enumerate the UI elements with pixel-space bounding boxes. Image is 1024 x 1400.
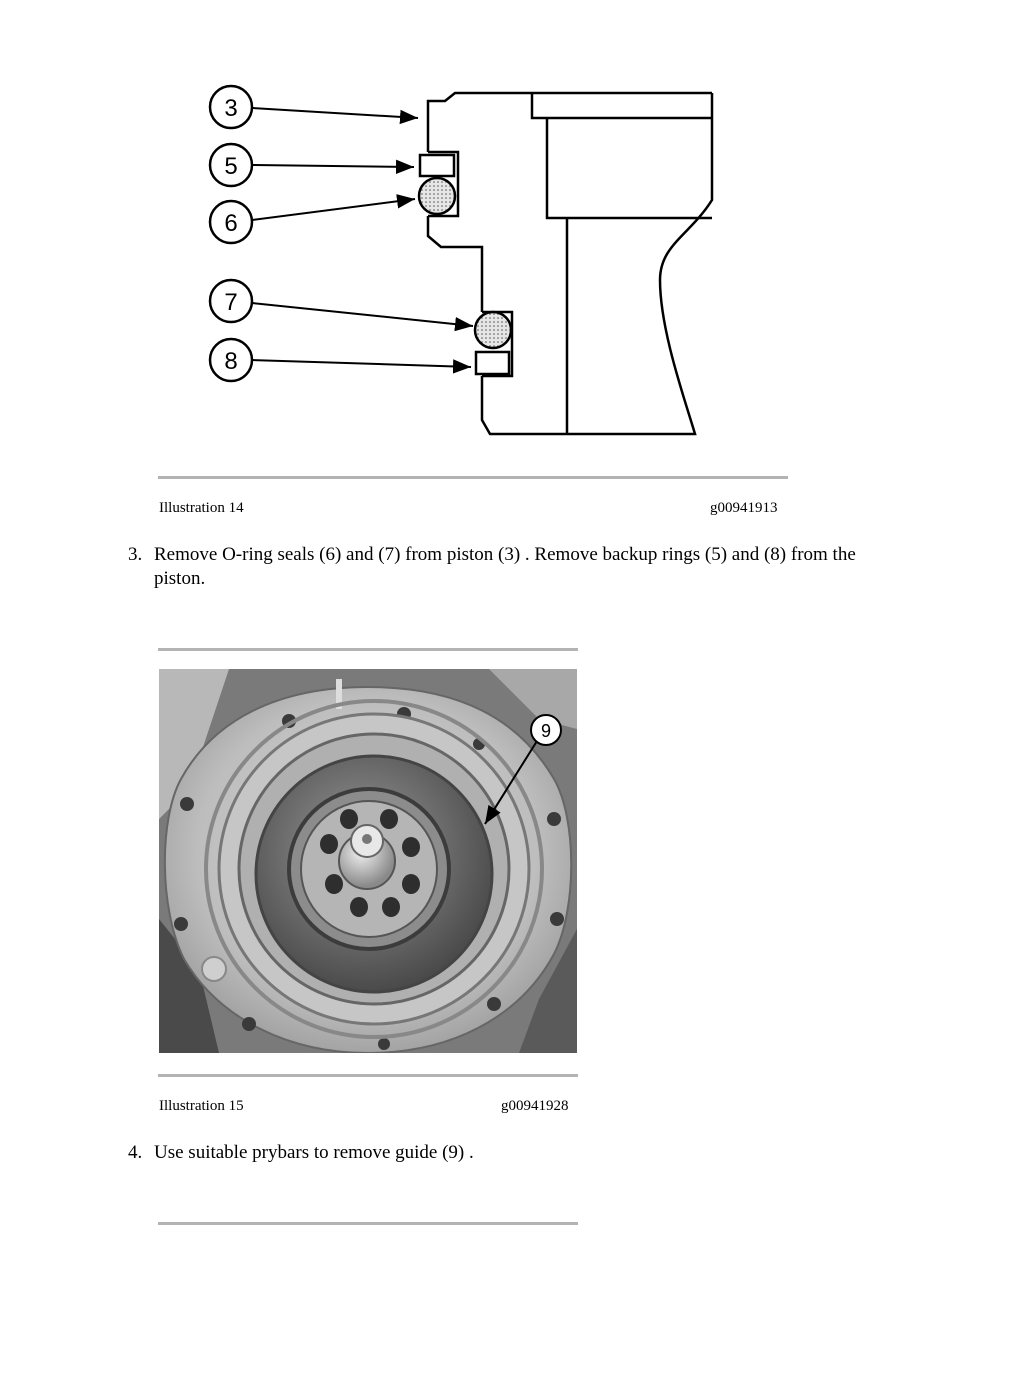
callout-6: 6: [224, 210, 237, 237]
step-3-number: 3.: [128, 544, 143, 565]
callout-3-circle: [208, 84, 254, 130]
piston-outline: [426, 91, 714, 436]
backup-ring-5: [418, 153, 456, 178]
callout-5: 5: [224, 153, 237, 180]
figure1-caption-label: Illustration 14: [159, 500, 244, 516]
callout-9-circle: [530, 714, 562, 746]
callout-9: 9: [541, 721, 551, 741]
callout-8: 8: [224, 348, 237, 375]
guide-removal-photo: 9: [159, 669, 577, 1053]
upper-seal-groove: [417, 150, 460, 218]
callout-7-circle: [208, 278, 254, 324]
step-4-number: 4.: [128, 1142, 143, 1163]
o-ring-seal-7: [473, 310, 513, 350]
figure2-rule: [158, 1074, 578, 1077]
figure3-top-rule: [158, 1222, 578, 1225]
guide-ring: [204, 699, 544, 1039]
leader-lines: [251, 107, 474, 374]
step-3-text-line2: piston.: [154, 568, 206, 589]
backup-ring-8: [474, 350, 511, 376]
callout-5-circle: [208, 142, 254, 188]
figure1-graphic-id: g00941913: [710, 500, 778, 516]
step-4-text: Use suitable prybars to remove guide (9)…: [154, 1142, 474, 1163]
figure2-caption-label: Illustration 15: [159, 1098, 244, 1114]
step-3: 3. Remove O-ring seals (6) and (7) from …: [128, 543, 1008, 593]
callout-3: 3: [224, 95, 237, 122]
step-4: 4. Use suitable prybars to remove guide …: [128, 1141, 1008, 1167]
o-ring-seal-6: [417, 176, 457, 216]
step-3-text-line1: Remove O-ring seals (6) and (7) from pis…: [154, 544, 856, 565]
figure2-top-rule: [158, 648, 578, 651]
callout-6-circle: [208, 199, 254, 245]
figure2-graphic-id: g00941928: [501, 1098, 569, 1114]
piston-seal-diagram: 3 5 6 7 8: [208, 84, 714, 436]
figure1-rule: [158, 476, 788, 479]
lower-seal-groove: [473, 310, 514, 378]
callout-7: 7: [224, 289, 237, 316]
callout-8-circle: [208, 337, 254, 383]
